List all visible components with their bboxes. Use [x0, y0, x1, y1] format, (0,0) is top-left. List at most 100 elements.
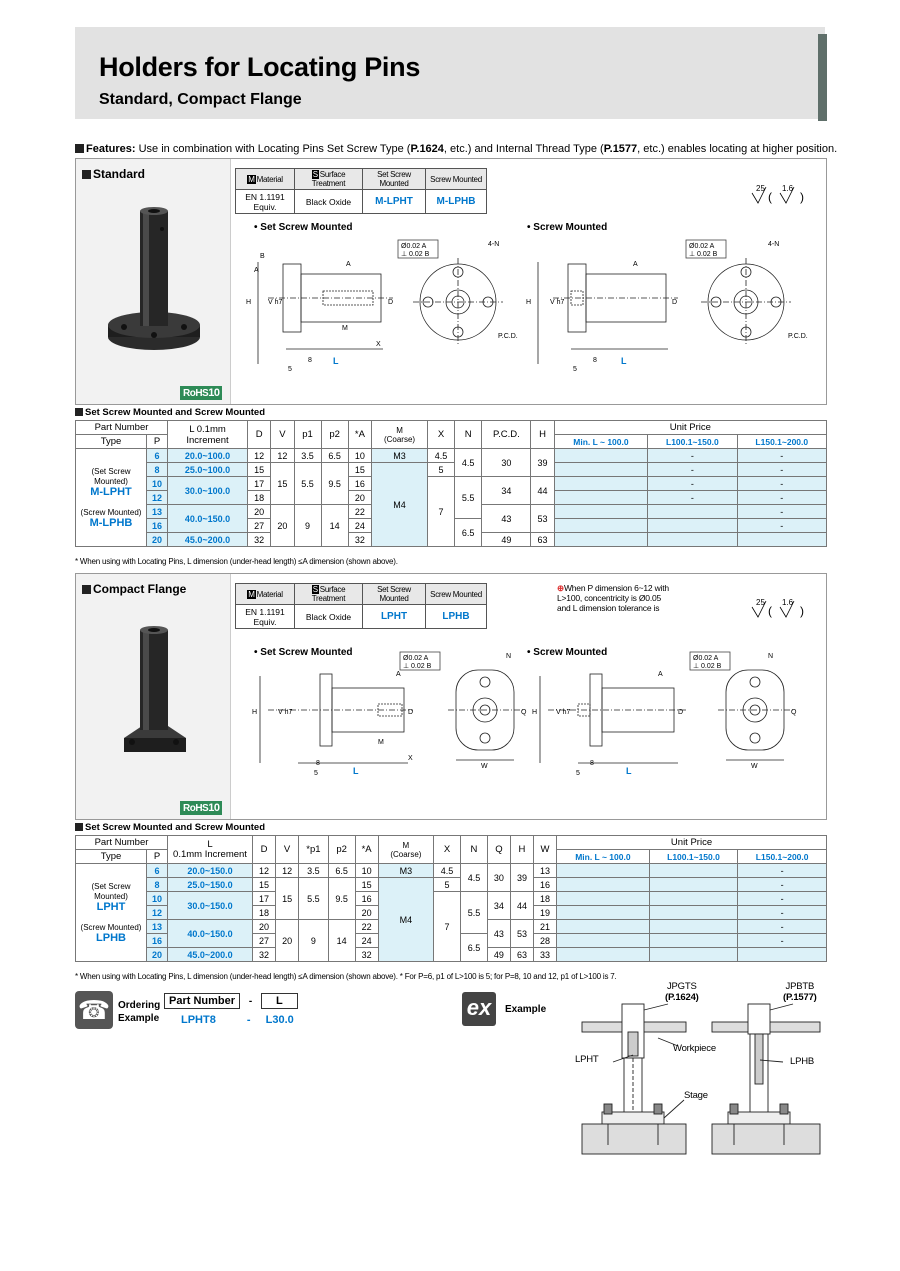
compact-holder-photo — [124, 626, 186, 752]
svg-text:Ø0.02 A: Ø0.02 A — [403, 655, 429, 662]
standard-price-table: Part Number L 0.1mm Increment D V p1 p2 … — [75, 420, 828, 547]
standard-panel — [75, 158, 827, 405]
page-subtitle: Standard, Compact Flange — [99, 91, 302, 108]
svg-text:Q: Q — [521, 709, 527, 716]
svg-text:25: 25 — [756, 598, 765, 607]
compact-tolerance-note: ⊕When P dimension 6~12 with L>100, conce… — [557, 583, 669, 613]
svg-text:W: W — [751, 763, 758, 770]
svg-text:Ø0.02 A: Ø0.02 A — [693, 655, 719, 662]
svg-text:8: 8 — [590, 760, 594, 767]
svg-text:L: L — [621, 356, 627, 366]
header-band — [75, 27, 825, 119]
svg-text:A: A — [254, 267, 259, 274]
svg-text:H: H — [532, 709, 537, 716]
svg-text:W: W — [481, 763, 488, 770]
svg-text:1.6: 1.6 — [782, 184, 794, 193]
standard-surface-finish-symbol: 25 ( 1.6 ) — [751, 184, 804, 204]
svg-text:(: ( — [768, 190, 772, 204]
svg-text:⊥ 0.02 B: ⊥ 0.02 B — [403, 663, 432, 670]
svg-text:M: M — [342, 325, 348, 332]
compact-label-screw: • Screw Mounted — [527, 647, 608, 658]
example-stage: Stage — [684, 1090, 708, 1101]
svg-text:⊥ 0.02 B: ⊥ 0.02 B — [401, 251, 430, 258]
compact-title: Compact Flange — [82, 582, 186, 596]
standard-table-caption: Set Screw Mounted and Screw Mounted — [75, 407, 265, 418]
svg-text:8: 8 — [316, 760, 320, 767]
svg-text:8: 8 — [593, 357, 597, 364]
svg-text:A: A — [658, 671, 663, 678]
svg-text:(: ( — [768, 604, 772, 618]
svg-text:A: A — [396, 671, 401, 678]
svg-text:A: A — [633, 261, 638, 268]
svg-text:A: A — [346, 261, 351, 268]
svg-text:8: 8 — [308, 357, 312, 364]
svg-text:1.6: 1.6 — [782, 598, 794, 607]
compact-surface-finish-symbol: 25 ( 1.6 ) — [751, 598, 804, 618]
svg-text:4-N: 4-N — [488, 241, 499, 248]
example-jpbtb: JPBTB(P.1577) — [783, 981, 817, 1003]
svg-text:P.C.D.: P.C.D. — [498, 333, 518, 340]
svg-text:D: D — [678, 709, 683, 716]
svg-text:H: H — [526, 299, 531, 306]
svg-text:B: B — [260, 253, 265, 260]
svg-text:X: X — [376, 341, 381, 348]
svg-text:5: 5 — [576, 770, 580, 777]
standard-label-set-screw: • Set Screw Mounted — [254, 222, 353, 233]
svg-text:L: L — [353, 766, 359, 776]
svg-text:N: N — [768, 653, 773, 660]
phone-icon: ☎ — [75, 991, 113, 1029]
svg-text:5: 5 — [288, 366, 292, 373]
svg-text:25: 25 — [756, 184, 765, 193]
svg-text:D: D — [388, 299, 393, 306]
example-workpiece: Workpiece — [673, 1043, 716, 1054]
svg-text:M: M — [378, 739, 384, 746]
page-title: Holders for Locating Pins — [99, 52, 421, 82]
example-jpgts: JPGTS(P.1624) — [665, 981, 699, 1003]
info-icon: ⊕ — [557, 583, 564, 593]
svg-text:5: 5 — [314, 770, 318, 777]
svg-text:V h7: V h7 — [550, 299, 565, 306]
example-lphb: LPHB — [790, 1056, 815, 1067]
features-line: Features: Use in combination with Locati… — [75, 143, 837, 155]
svg-text:): ) — [800, 604, 804, 618]
standard-label-screw: • Screw Mounted — [527, 222, 608, 233]
svg-text:L: L — [626, 766, 632, 776]
ordering-l-box: L — [260, 993, 298, 1009]
svg-text:V h7: V h7 — [278, 709, 293, 716]
standard-rohs-badge: RoHS10 — [180, 386, 223, 400]
standard-title: Standard — [82, 167, 145, 181]
svg-text:D: D — [672, 299, 677, 306]
ordering-values: LPHT8 - L30.0 — [181, 1014, 294, 1026]
standard-footnote: * When using with Locating Pins, L dimen… — [75, 557, 398, 566]
svg-text:V h7: V h7 — [268, 299, 283, 306]
compact-panel — [75, 573, 827, 820]
compact-label-set-screw: • Set Screw Mounted — [254, 647, 353, 658]
svg-text:P.C.D.: P.C.D. — [788, 333, 808, 340]
ordering-boxes: Part Number - L — [164, 993, 298, 1009]
svg-text:⊥ 0.02 B: ⊥ 0.02 B — [689, 251, 718, 258]
compact-table-caption: Set Screw Mounted and Screw Mounted — [75, 822, 265, 833]
standard-holder-photo — [108, 207, 200, 350]
example-label: Example — [505, 1004, 547, 1015]
svg-text:N: N — [506, 653, 511, 660]
svg-text:D: D — [408, 709, 413, 716]
svg-text:4-N: 4-N — [768, 241, 779, 248]
standard-photo — [76, 159, 231, 404]
svg-text:H: H — [246, 299, 251, 306]
compact-rohs-badge: RoHS10 — [180, 801, 223, 815]
svg-text:5: 5 — [573, 366, 577, 373]
svg-text:⊥ 0.02 B: ⊥ 0.02 B — [693, 663, 722, 670]
ordering-part-number-box: Part Number — [164, 993, 241, 1009]
svg-text:): ) — [800, 190, 804, 204]
svg-text:X: X — [408, 755, 413, 762]
example-lpht: LPHT — [575, 1054, 599, 1065]
example-assembly-drawing — [581, 1003, 821, 1155]
example-icon: ex — [462, 992, 496, 1026]
svg-text:Ø0.02 A: Ø0.02 A — [401, 243, 427, 250]
